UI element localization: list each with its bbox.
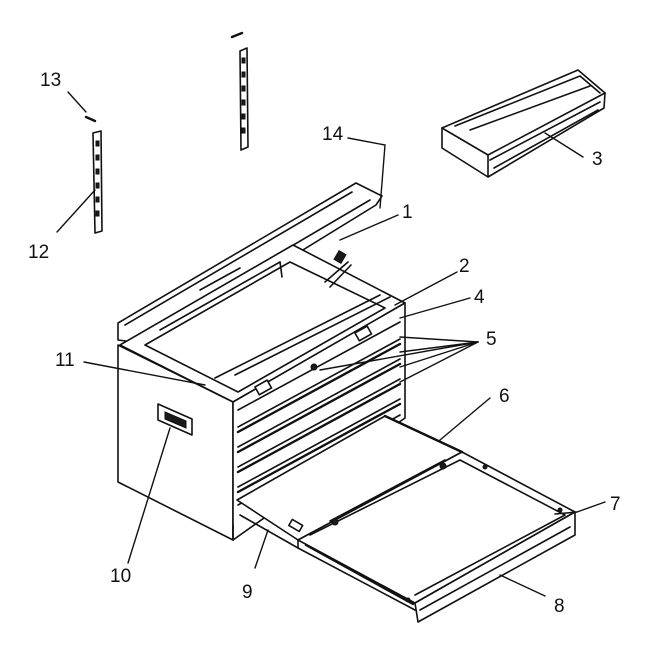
part-9-drawer <box>236 414 578 623</box>
label-8: 8 <box>554 596 565 617</box>
label-10: 10 <box>110 566 131 587</box>
callout-labels: 13 12 14 1 3 2 4 5 6 7 8 9 10 11 <box>28 70 621 617</box>
label-1: 1 <box>402 202 413 223</box>
label-2: 2 <box>459 256 470 277</box>
part-12-strip-right <box>230 31 249 151</box>
label-9: 9 <box>242 582 253 603</box>
part-3-tote-tray <box>441 69 606 178</box>
label-11: 11 <box>55 350 75 371</box>
drawer-stack <box>236 321 402 506</box>
part-12-strip-left <box>84 115 103 234</box>
label-3: 3 <box>592 149 603 170</box>
label-13: 13 <box>40 70 61 91</box>
label-6: 6 <box>499 386 510 407</box>
label-5: 5 <box>486 329 497 350</box>
label-12: 12 <box>28 242 49 263</box>
label-4: 4 <box>474 287 485 308</box>
label-7: 7 <box>610 494 621 515</box>
label-14: 14 <box>322 124 344 145</box>
leader-lines <box>56 91 606 597</box>
